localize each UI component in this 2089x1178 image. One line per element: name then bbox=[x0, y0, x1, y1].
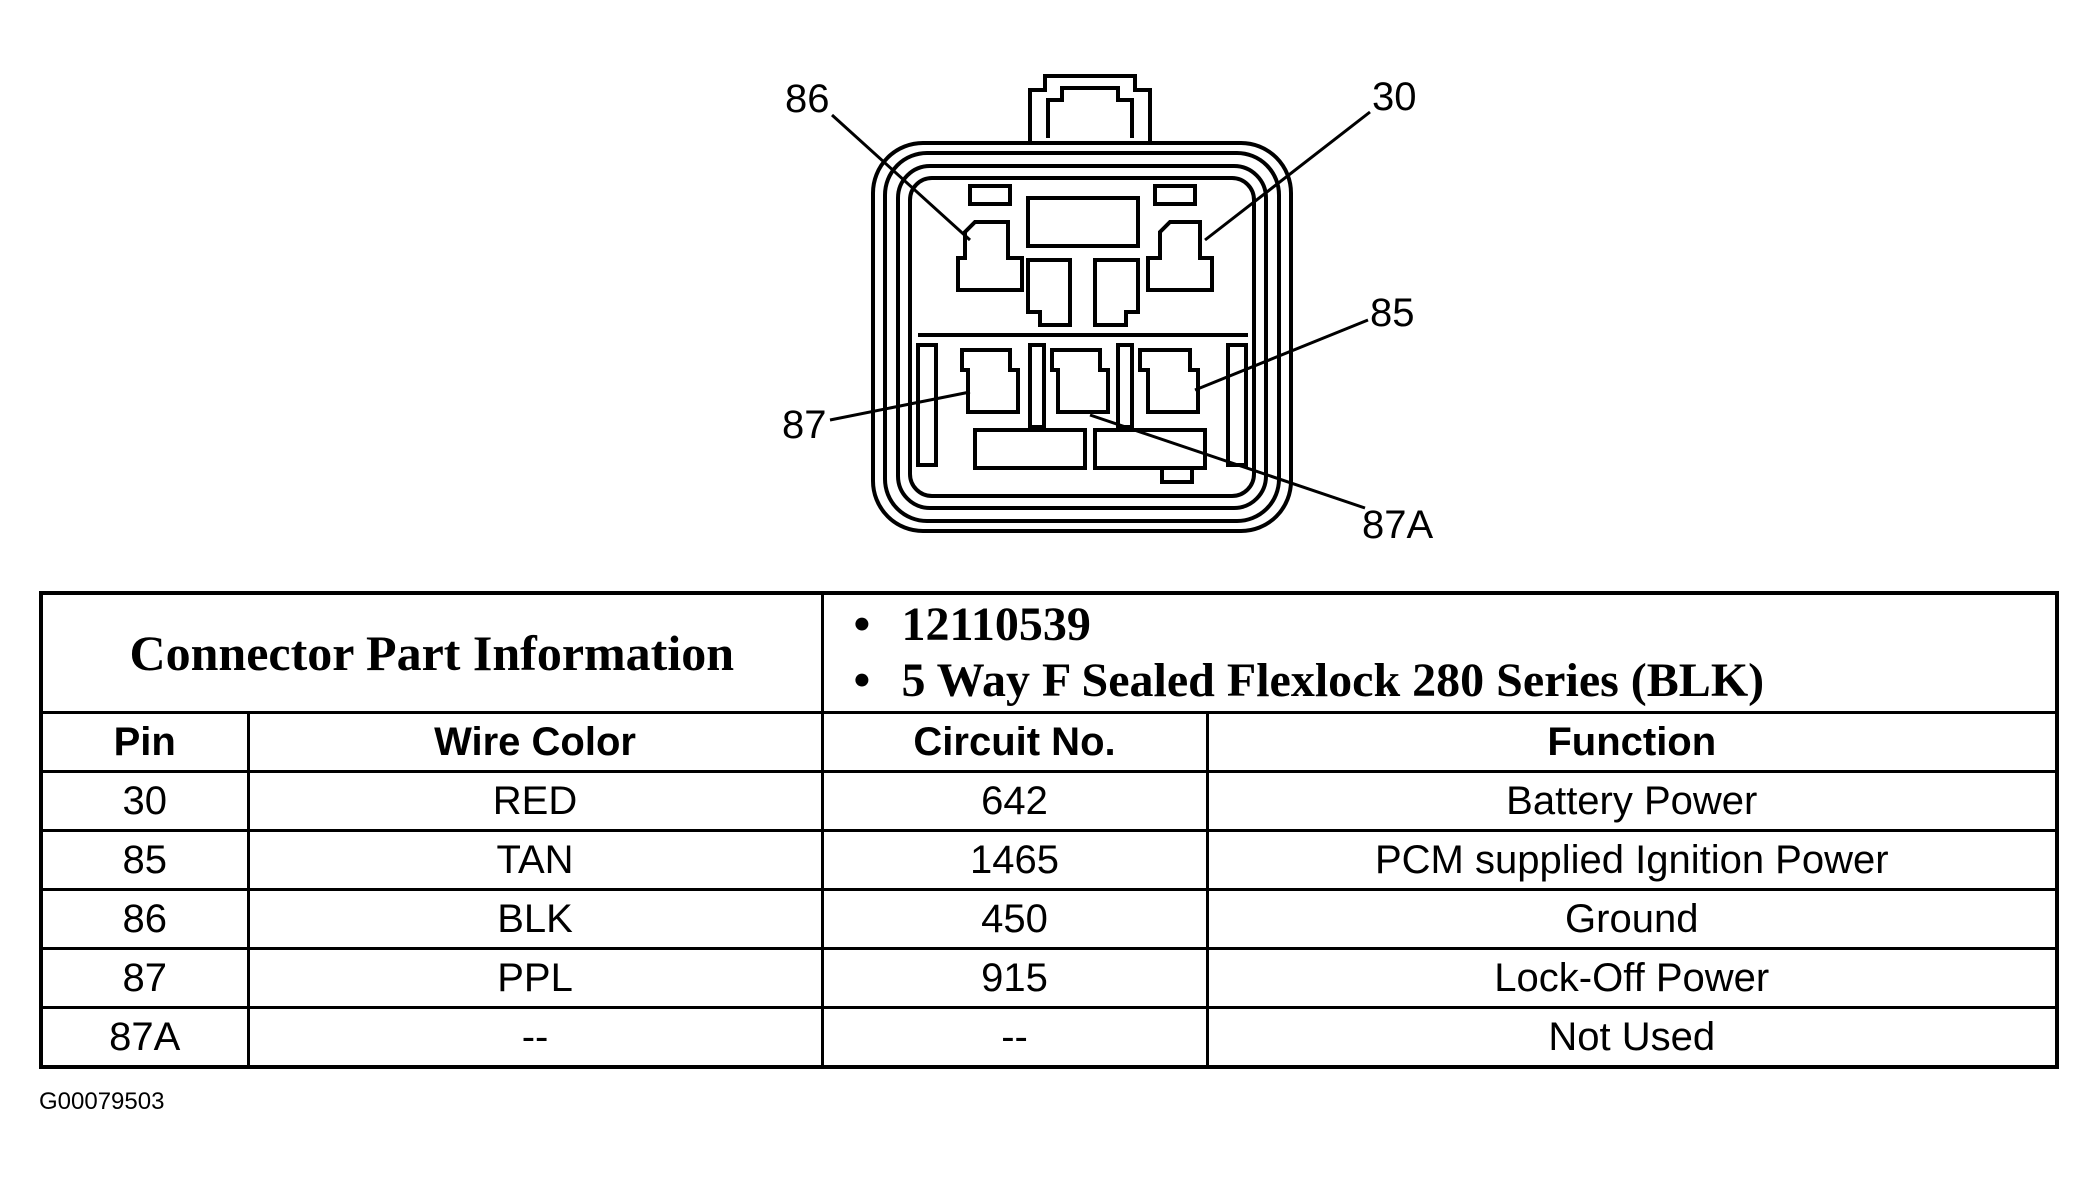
table-row: 87 PPL 915 Lock-Off Power bbox=[39, 947, 2059, 1009]
table-row: 86 BLK 450 Ground bbox=[39, 888, 2059, 950]
cell-circuit-no: 450 bbox=[820, 888, 1209, 950]
cell-function: Lock-Off Power bbox=[1205, 947, 2059, 1009]
cell-circuit-no: 915 bbox=[820, 947, 1209, 1009]
cell-function: PCM supplied Ignition Power bbox=[1205, 829, 2059, 891]
top-tab-right bbox=[1153, 184, 1197, 206]
terminal-85 bbox=[1138, 348, 1200, 414]
col-header-pin: Pin bbox=[39, 711, 250, 773]
cell-wire-color: PPL bbox=[246, 947, 824, 1009]
col-header-circuit-no: Circuit No. bbox=[820, 711, 1209, 773]
cell-pin: 87 bbox=[39, 947, 250, 1009]
terminal-86 bbox=[956, 220, 1024, 292]
cell-pin: 86 bbox=[39, 888, 250, 950]
column-header-row: Pin Wire Color Circuit No. Function bbox=[39, 711, 2059, 773]
bottom-tab bbox=[1160, 466, 1194, 484]
table-row: 30 RED 642 Battery Power bbox=[39, 770, 2059, 832]
housing-outer bbox=[871, 141, 1293, 533]
cell-wire-color: -- bbox=[246, 1006, 824, 1069]
center-block-left bbox=[1026, 258, 1072, 327]
center-block-right bbox=[1093, 258, 1140, 327]
side-rail-left bbox=[916, 343, 938, 467]
col-header-wire-color: Wire Color bbox=[246, 711, 824, 773]
housing-ring-4 bbox=[908, 176, 1256, 498]
cell-circuit-no: 642 bbox=[820, 770, 1209, 832]
pin-label-85: 85 bbox=[1370, 291, 1415, 335]
leader-87a bbox=[1089, 413, 1366, 510]
housing-ring-3 bbox=[896, 164, 1268, 510]
cell-pin: 30 bbox=[39, 770, 250, 832]
part-info-list: 12110539 5 Way F Sealed Flexlock 280 Ser… bbox=[820, 591, 2059, 714]
bottom-slot-left bbox=[973, 428, 1087, 470]
pin-label-87a: 87A bbox=[1362, 503, 1433, 547]
cell-function: Not Used bbox=[1205, 1006, 2059, 1069]
connector-face-diagram: 86 30 85 87 87A bbox=[782, 74, 1433, 547]
housing-ring-2 bbox=[883, 151, 1281, 523]
table-row: 87A -- -- Not Used bbox=[39, 1006, 2059, 1069]
top-tab-left bbox=[968, 184, 1012, 206]
terminal-30 bbox=[1146, 220, 1214, 292]
leader-87 bbox=[829, 390, 971, 422]
cell-wire-color: BLK bbox=[246, 888, 824, 950]
side-rail-right bbox=[1226, 343, 1248, 467]
cell-wire-color: TAN bbox=[246, 829, 824, 891]
terminal-87a bbox=[1050, 348, 1110, 414]
connector-info-table: Connector Part Information 12110539 5 Wa… bbox=[39, 591, 2060, 1069]
terminal-87 bbox=[960, 348, 1020, 414]
part-number: 12110539 bbox=[854, 597, 2056, 653]
cell-wire-color: RED bbox=[246, 770, 824, 832]
cell-function: Ground bbox=[1205, 888, 2059, 950]
lower-post-1 bbox=[1028, 343, 1046, 429]
leader-30 bbox=[1204, 110, 1371, 242]
top-center-slot bbox=[1026, 196, 1140, 248]
table-header-row: Connector Part Information 12110539 5 Wa… bbox=[39, 591, 2059, 714]
connector-latch bbox=[1028, 74, 1152, 145]
leader-86 bbox=[830, 113, 972, 242]
pin-label-86: 86 bbox=[785, 77, 830, 121]
cell-circuit-no: 1465 bbox=[820, 829, 1209, 891]
pin-label-87: 87 bbox=[782, 403, 827, 447]
connector-latch-inner bbox=[1046, 86, 1134, 138]
connector-part-info-title: Connector Part Information bbox=[39, 591, 824, 714]
figure-id: G00079503 bbox=[39, 1088, 165, 1115]
cell-circuit-no: -- bbox=[820, 1006, 1209, 1069]
lower-post-2 bbox=[1116, 343, 1134, 429]
cell-pin: 85 bbox=[39, 829, 250, 891]
pin-label-30: 30 bbox=[1372, 75, 1417, 119]
table-row: 85 TAN 1465 PCM supplied Ignition Power bbox=[39, 829, 2059, 891]
cell-pin: 87A bbox=[39, 1006, 250, 1069]
cell-function: Battery Power bbox=[1205, 770, 2059, 832]
part-description: 5 Way F Sealed Flexlock 280 Series (BLK) bbox=[854, 653, 2056, 709]
bottom-slot-right bbox=[1093, 428, 1207, 470]
col-header-function: Function bbox=[1205, 711, 2059, 773]
leader-85 bbox=[1194, 318, 1369, 392]
